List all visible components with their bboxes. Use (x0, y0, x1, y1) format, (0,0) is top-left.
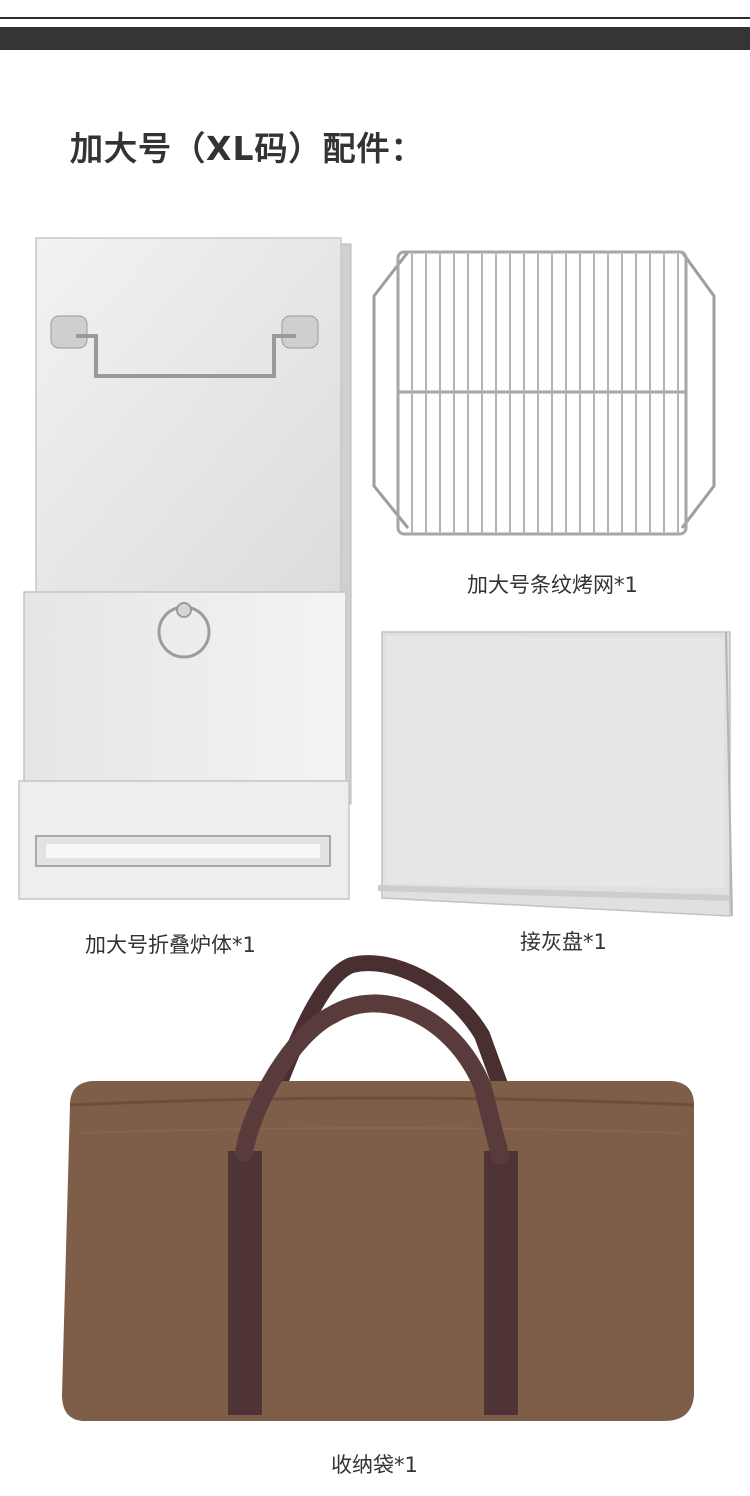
grill-grate-icon (372, 250, 716, 536)
storage-bag-icon (62, 955, 695, 1421)
stove-caption: 加大号折叠炉体*1 (85, 933, 256, 957)
page-title: 加大号（XL码）配件： (70, 129, 425, 168)
top-header-bar (0, 27, 750, 50)
folding-stove-image (14, 236, 359, 901)
ash-tray-caption: 接灰盘*1 (520, 930, 607, 954)
storage-bag-image (52, 955, 700, 1425)
grill-grate-image (368, 248, 718, 540)
ash-tray-image (374, 626, 736, 918)
grate-caption: 加大号条纹烤网*1 (467, 573, 638, 597)
storage-bag-caption: 收纳袋*1 (331, 1453, 418, 1477)
top-divider-line (0, 17, 750, 19)
ash-tray-icon (377, 631, 733, 917)
folding-stove-icon (18, 237, 352, 900)
